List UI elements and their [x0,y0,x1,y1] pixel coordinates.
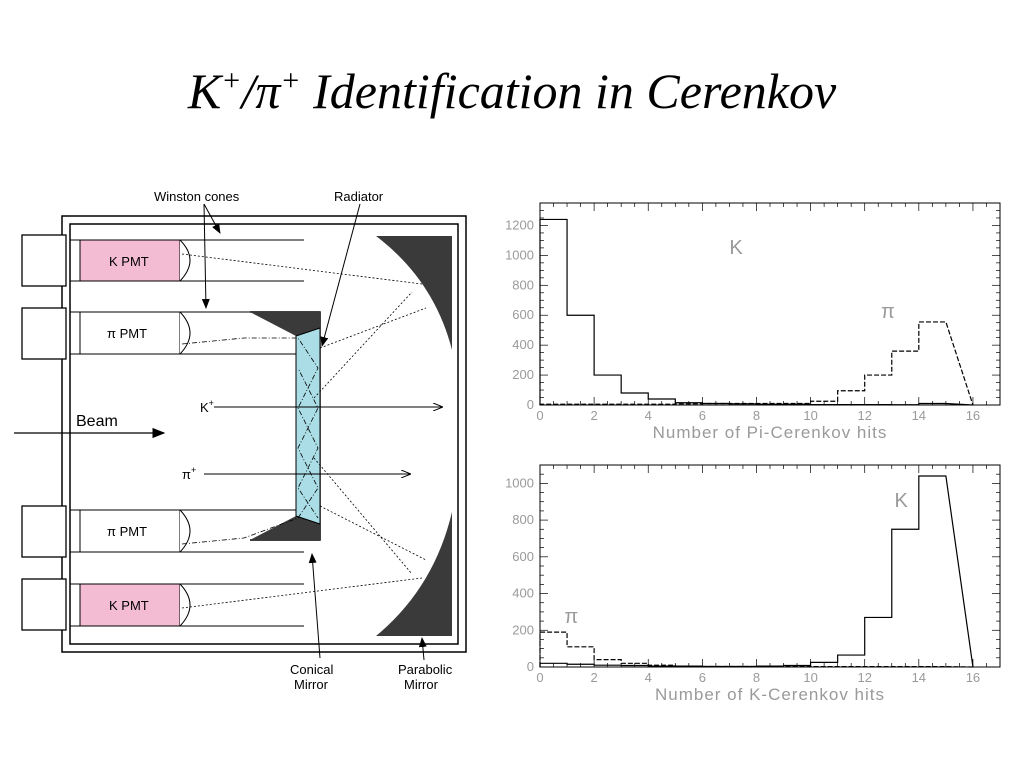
parabolic-mirror-label-1: Parabolic [398,662,453,677]
x-tick-label: 8 [753,670,760,685]
cerenkov-detector-diagram: K PMT π PMT π PMT K PMT Beam K [14,189,467,692]
y-tick-label: 400 [512,586,534,601]
annotation-pi: π [881,301,895,323]
title-plus-2: + [280,64,301,97]
slide-title: K+/π+ Identification in Cerenkov [0,62,1024,120]
beam-label: Beam [76,413,118,430]
light-rays [181,253,427,609]
title-plus-1: + [221,64,242,97]
parabolic-mirror-bottom [376,512,452,636]
title-k: K [187,63,222,119]
y-tick-label: 1000 [505,247,534,262]
pmt-housing-group [21,234,67,631]
k-plus-label: K+ [200,398,214,415]
y-tick-label: 1000 [505,475,534,490]
conical-mirror-pointer [308,553,321,659]
k-pmt-bottom: K PMT [79,583,191,627]
histogram-series-pi [539,321,974,406]
x-tick-label: 2 [591,670,598,685]
conical-mirror-label-1: Conical [290,662,333,677]
parabolic-mirror-pointer [418,637,427,661]
k-pmt-top: K PMT [79,239,191,282]
winston-cones-label: Winston cones [154,189,240,204]
y-tick-label: 800 [512,277,534,292]
pi-pmt-top: π PMT [79,311,191,355]
winston-cones-pointers [201,203,221,309]
y-tick-label: 0 [527,659,534,674]
y-tick-label: 600 [512,307,534,322]
title-rest: Identification in Cerenkov [300,63,837,119]
parabolic-mirror-label-2: Mirror [404,677,439,692]
k-pmt-top-label: K PMT [109,254,149,269]
internal-reflections [181,337,319,545]
annotation-k: K [729,237,743,259]
y-tick-label: 800 [512,512,534,527]
x-tick-label: 2 [591,408,598,423]
x-tick-label: 6 [699,670,706,685]
k-pmt-bottom-label: K PMT [109,598,149,613]
x-tick-label: 4 [645,670,652,685]
x-tick-label: 16 [966,408,980,423]
x-axis-label: Number of Pi-Cerenkov hits [653,423,888,442]
histogram-series-k [539,475,974,668]
title-pi: π [255,63,281,119]
radiator [295,327,321,525]
title-slash: / [241,63,256,119]
pi-pmt-top-label: π PMT [107,326,147,341]
y-tick-label: 400 [512,337,534,352]
x-tick-label: 12 [857,408,871,423]
pi-plus-label: π+ [182,465,196,482]
annotation-pi: π [564,606,578,628]
x-tick-label: 0 [536,408,543,423]
y-tick-label: 0 [527,397,534,412]
radiator-label: Radiator [334,189,384,204]
pi-cerenkov-histogram: 0 2 4 6 8 10 12 14 16 0 200 400 600 800 1000 1200Number… [505,202,1001,442]
radiator-pointer [320,203,361,347]
y-tick-label: 200 [512,367,534,382]
annotation-k: K [894,490,908,512]
pi-pmt-bottom: π PMT [79,509,191,553]
conical-mirror-label-2: Mirror [294,677,329,692]
x-tick-label: 12 [857,670,871,685]
detector-vessel [61,215,467,653]
parabolic-mirror-top [376,236,452,350]
x-tick-label: 14 [912,408,926,423]
x-axis-label: Number of K-Cerenkov hits [655,685,885,704]
x-tick-label: 0 [536,670,543,685]
y-tick-label: 600 [512,549,534,564]
histogram-series-k [539,218,973,406]
x-tick-label: 10 [803,670,817,685]
x-tick-label: 4 [645,408,652,423]
pi-pmt-bottom-label: π PMT [107,524,147,539]
y-tick-label: 200 [512,622,534,637]
y-tick-label: 1200 [505,217,534,232]
x-tick-label: 16 [966,670,980,685]
x-tick-label: 6 [699,408,706,423]
x-tick-label: 14 [912,670,926,685]
x-tick-label: 8 [753,408,760,423]
plot-frame [539,464,1001,668]
x-tick-label: 10 [803,408,817,423]
histogram-series-pi [539,631,973,668]
